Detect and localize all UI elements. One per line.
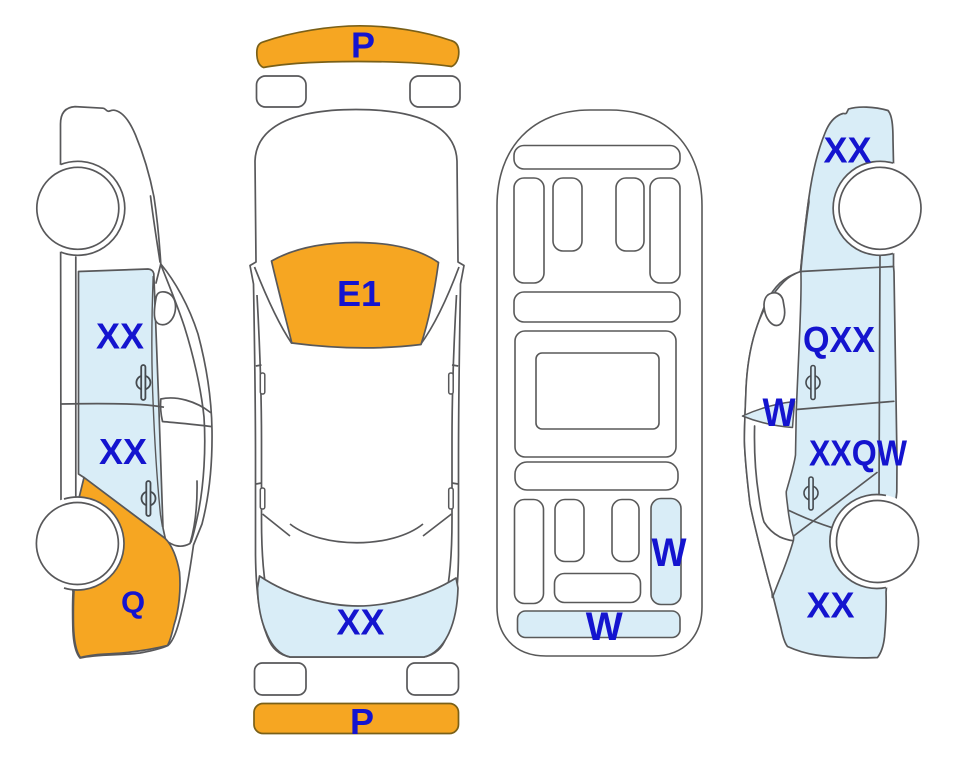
svg-text:W: W	[586, 605, 623, 649]
svg-text:W: W	[652, 531, 687, 575]
svg-text:E1: E1	[337, 273, 381, 314]
svg-text:XX: XX	[806, 584, 854, 625]
svg-text:XXQW: XXQW	[809, 432, 907, 473]
svg-text:XX: XX	[336, 601, 384, 642]
svg-text:W: W	[763, 391, 796, 435]
svg-text:P: P	[351, 24, 375, 65]
svg-text:QXX: QXX	[803, 319, 875, 360]
svg-text:XX: XX	[823, 129, 871, 170]
svg-text:P: P	[350, 701, 374, 742]
svg-text:XX: XX	[96, 316, 144, 357]
svg-text:XX: XX	[99, 431, 147, 472]
svg-text:Q: Q	[121, 585, 145, 620]
